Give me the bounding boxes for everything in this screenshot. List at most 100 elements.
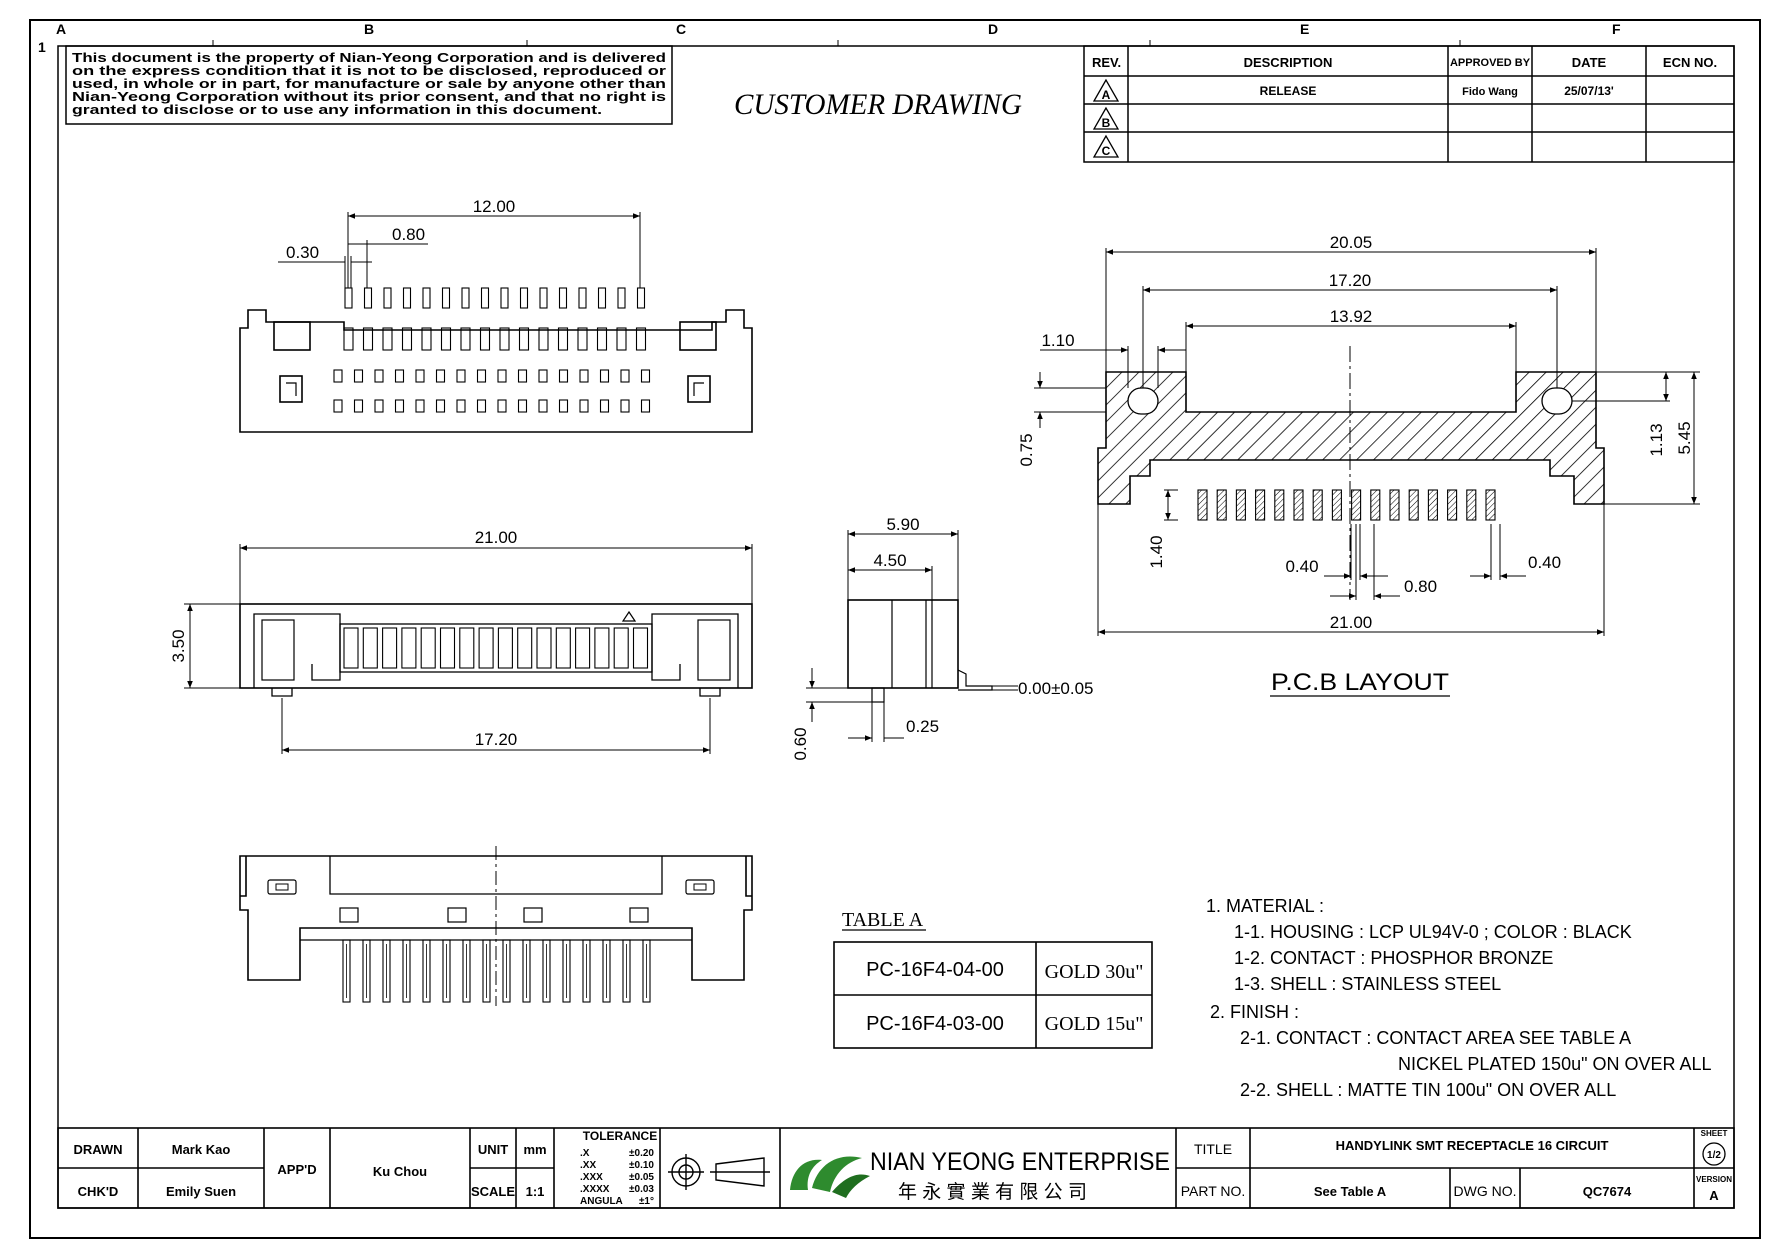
solder-tail xyxy=(642,939,651,1003)
note-line: 1-1. HOUSING : LCP UL94V-0 ; COLOR : BLA… xyxy=(1234,922,1632,942)
dim-pad-length: 1.40 xyxy=(1147,535,1166,568)
contact-cavity xyxy=(401,627,417,669)
solder-tail xyxy=(422,939,431,1003)
unit-value: mm xyxy=(523,1142,546,1157)
solder-tail xyxy=(382,939,391,1003)
pcb-pad xyxy=(1485,489,1496,521)
pcb-pad xyxy=(1331,489,1342,521)
solder-tail xyxy=(482,939,491,1003)
dim-body: 4.50 xyxy=(873,551,906,570)
note-line: 1-3. SHELL : STAINLESS STEEL xyxy=(1234,974,1501,994)
rev-header-ecn: ECN NO. xyxy=(1663,55,1717,70)
tolerance-key: .X xyxy=(580,1148,590,1159)
contact-pin xyxy=(539,287,548,309)
contact-pin xyxy=(558,287,568,309)
pcb-pad xyxy=(1447,489,1458,521)
scale-label: SCALE xyxy=(471,1184,515,1199)
contact-cavity xyxy=(459,627,475,669)
note-line: 1-2. CONTACT : PHOSPHOR BRONZE xyxy=(1234,948,1553,968)
housing-hole xyxy=(497,369,507,383)
dim-slot: 13.92 xyxy=(1330,307,1373,326)
dim-width: 21.00 xyxy=(475,528,518,547)
tolerance-value: ±1° xyxy=(639,1196,654,1207)
tolerance-value: ±0.20 xyxy=(629,1148,654,1159)
housing-hole xyxy=(620,399,630,413)
tolerance-value: ±0.03 xyxy=(629,1184,654,1195)
tolerance-key: .XXX xyxy=(580,1172,603,1183)
dim-pin-width: 0.30 xyxy=(286,243,319,262)
drawn-label: DRAWN xyxy=(73,1142,122,1157)
solder-tail xyxy=(562,939,571,1003)
dim-total-height: 5.45 xyxy=(1675,421,1694,454)
dwgno-value: QC7674 xyxy=(1583,1184,1632,1199)
contact-pin xyxy=(363,287,373,309)
rev-header-approved: APPROVED BY xyxy=(1450,57,1531,69)
dwgno-label: DWG NO. xyxy=(1454,1183,1517,1199)
tolerance-key: .XXXX xyxy=(580,1184,610,1195)
pcb-pad xyxy=(1466,489,1477,521)
contact-slot xyxy=(596,327,608,351)
contact-pin xyxy=(500,287,509,309)
contact-pin xyxy=(597,287,607,309)
notice-line: used, in whole or in part, for manufactu… xyxy=(72,77,666,91)
company-logo-icon xyxy=(790,1156,870,1198)
unit-label: UNIT xyxy=(478,1142,508,1157)
contact-pin xyxy=(344,287,353,309)
projection-symbol-icon xyxy=(668,1154,770,1190)
solder-tail xyxy=(502,939,511,1003)
contact-cavity xyxy=(517,627,533,669)
dim-pad-width: 0.40 xyxy=(1285,557,1318,576)
dim-hole-dia: 1.10 xyxy=(1041,331,1074,350)
pcb-pad xyxy=(1197,489,1208,521)
contact-cavity xyxy=(362,627,378,669)
contact-pin xyxy=(578,287,587,309)
contact-cavity xyxy=(382,627,398,669)
tolerance-title: TOLERANCE xyxy=(583,1129,657,1143)
sheet-value: 1/2 xyxy=(1707,1150,1721,1161)
dim-pitch: 0.80 xyxy=(392,225,425,244)
rev-header-description: DESCRIPTION xyxy=(1244,55,1333,70)
contact-pin xyxy=(461,287,470,309)
contact-slot xyxy=(382,327,393,351)
table-a-title: TABLE A xyxy=(842,909,924,931)
housing-hole xyxy=(435,399,446,413)
front-view: 21.00 3.50 17.20 xyxy=(169,528,753,754)
title-label: TITLE xyxy=(1194,1141,1232,1157)
pcb-pad xyxy=(1408,489,1419,521)
table-a-part: PC-16F4-04-00 xyxy=(866,959,1004,981)
contact-slot xyxy=(499,327,510,351)
rev-header-date: DATE xyxy=(1572,55,1607,70)
revision-table: REV. DESCRIPTION APPROVED BY DATE ECN NO… xyxy=(1083,45,1735,163)
housing-hole xyxy=(538,399,548,413)
pcb-pad xyxy=(1293,489,1304,521)
dim-height: 3.50 xyxy=(169,629,188,662)
proprietary-notice: This document is the property of Nian-Ye… xyxy=(65,45,673,125)
note-line: 1. MATERIAL : xyxy=(1206,896,1324,916)
contact-pin xyxy=(422,287,431,309)
table-a-part: PC-16F4-03-00 xyxy=(866,1013,1004,1035)
column-marker: F xyxy=(1612,21,1621,37)
notice-line: Nian-Yeong Corporation without its prior… xyxy=(72,90,666,104)
contact-slot xyxy=(577,327,588,351)
housing-hole xyxy=(394,399,405,413)
housing-hole xyxy=(394,369,405,383)
pcb-pad xyxy=(1274,489,1285,521)
partno-value: See Table A xyxy=(1314,1184,1387,1199)
housing-hole xyxy=(374,399,384,413)
column-marker: B xyxy=(364,21,374,37)
title-block: DRAWN Mark Kao CHK'D Emily Suen APP'D Ku… xyxy=(57,1127,1735,1209)
chkd-by: Emily Suen xyxy=(166,1184,236,1199)
solder-tail xyxy=(622,939,631,1003)
contact-cavity xyxy=(497,627,513,669)
housing-hole xyxy=(374,369,384,383)
housing-hole xyxy=(558,369,569,383)
housing-hole xyxy=(620,369,630,383)
housing-hole xyxy=(497,399,507,413)
chkd-label: CHK'D xyxy=(78,1184,119,1199)
contact-slot xyxy=(518,327,530,351)
contact-pin xyxy=(383,287,392,309)
contact-cavity xyxy=(594,627,610,669)
dim-hole-y: 1.13 xyxy=(1647,423,1666,456)
tolerance-key: .XX xyxy=(580,1160,596,1171)
version-label: VERSION xyxy=(1696,1175,1732,1184)
